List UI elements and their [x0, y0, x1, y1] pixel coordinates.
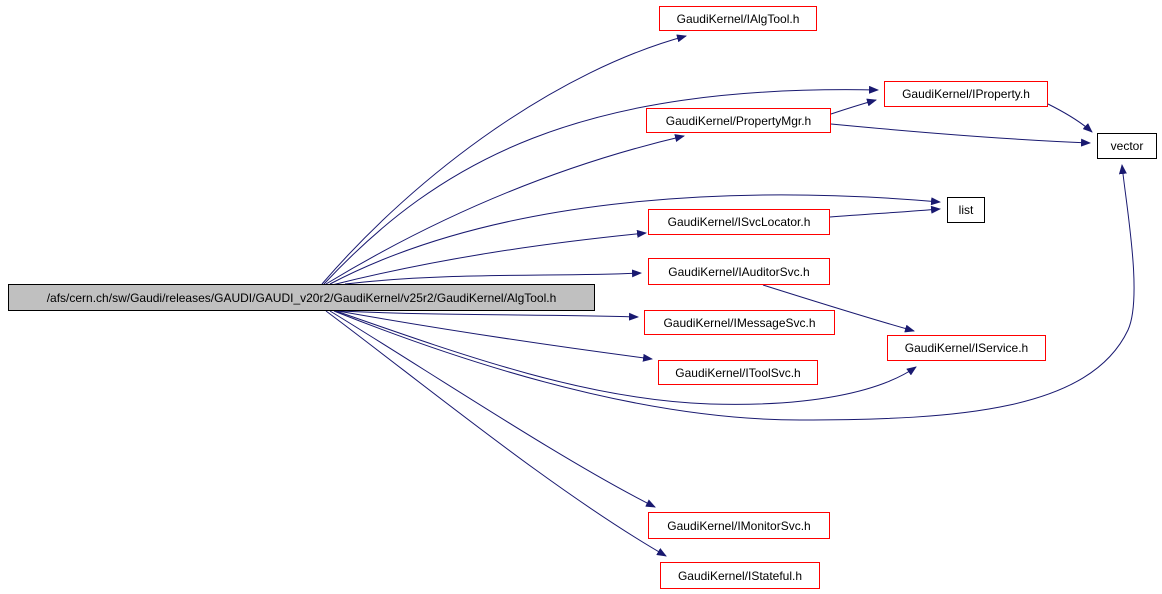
node-isvclocator[interactable]: GaudiKernel/ISvcLocator.h [648, 209, 830, 235]
node-iproperty[interactable]: GaudiKernel/IProperty.h [884, 81, 1048, 107]
node-istateful[interactable]: GaudiKernel/IStateful.h [660, 562, 820, 589]
edge-main-istateful [325, 310, 667, 557]
node-iauditorsvc[interactable]: GaudiKernel/IAuditorSvc.h [648, 258, 830, 285]
edge-isvclocator-list [829, 205, 941, 218]
node-itoolsvc[interactable]: GaudiKernel/IToolSvc.h [658, 360, 818, 385]
node-algtool-main: /afs/cern.ch/sw/Gaudi/releases/GAUDI/GAU… [8, 284, 595, 311]
edge-main-list [329, 194, 941, 285]
edge-main-itoolsvc [337, 310, 653, 362]
edge-main-iauditorsvc [344, 269, 642, 285]
node-vector: vector [1097, 133, 1157, 159]
edge-iproperty-vector [1047, 103, 1093, 133]
node-iservice[interactable]: GaudiKernel/IService.h [887, 335, 1046, 361]
edge-propertymgr-iproperty [830, 98, 877, 115]
node-imonitorsvc[interactable]: GaudiKernel/IMonitorSvc.h [648, 512, 830, 539]
edge-main-imessagesvc [339, 310, 639, 321]
node-list: list [947, 197, 985, 223]
edge-main-imonitorsvc [329, 310, 656, 508]
node-propertymgr[interactable]: GaudiKernel/PropertyMgr.h [646, 108, 831, 133]
edge-main-propertymgr [325, 134, 685, 285]
node-imessagesvc[interactable]: GaudiKernel/IMessageSvc.h [644, 310, 835, 335]
edge-propertymgr-vector [830, 123, 1091, 147]
edge-main-ialgtool [321, 34, 687, 285]
node-ialgtool[interactable]: GaudiKernel/IAlgTool.h [659, 6, 817, 31]
edge-main-isvclocator [331, 229, 647, 286]
